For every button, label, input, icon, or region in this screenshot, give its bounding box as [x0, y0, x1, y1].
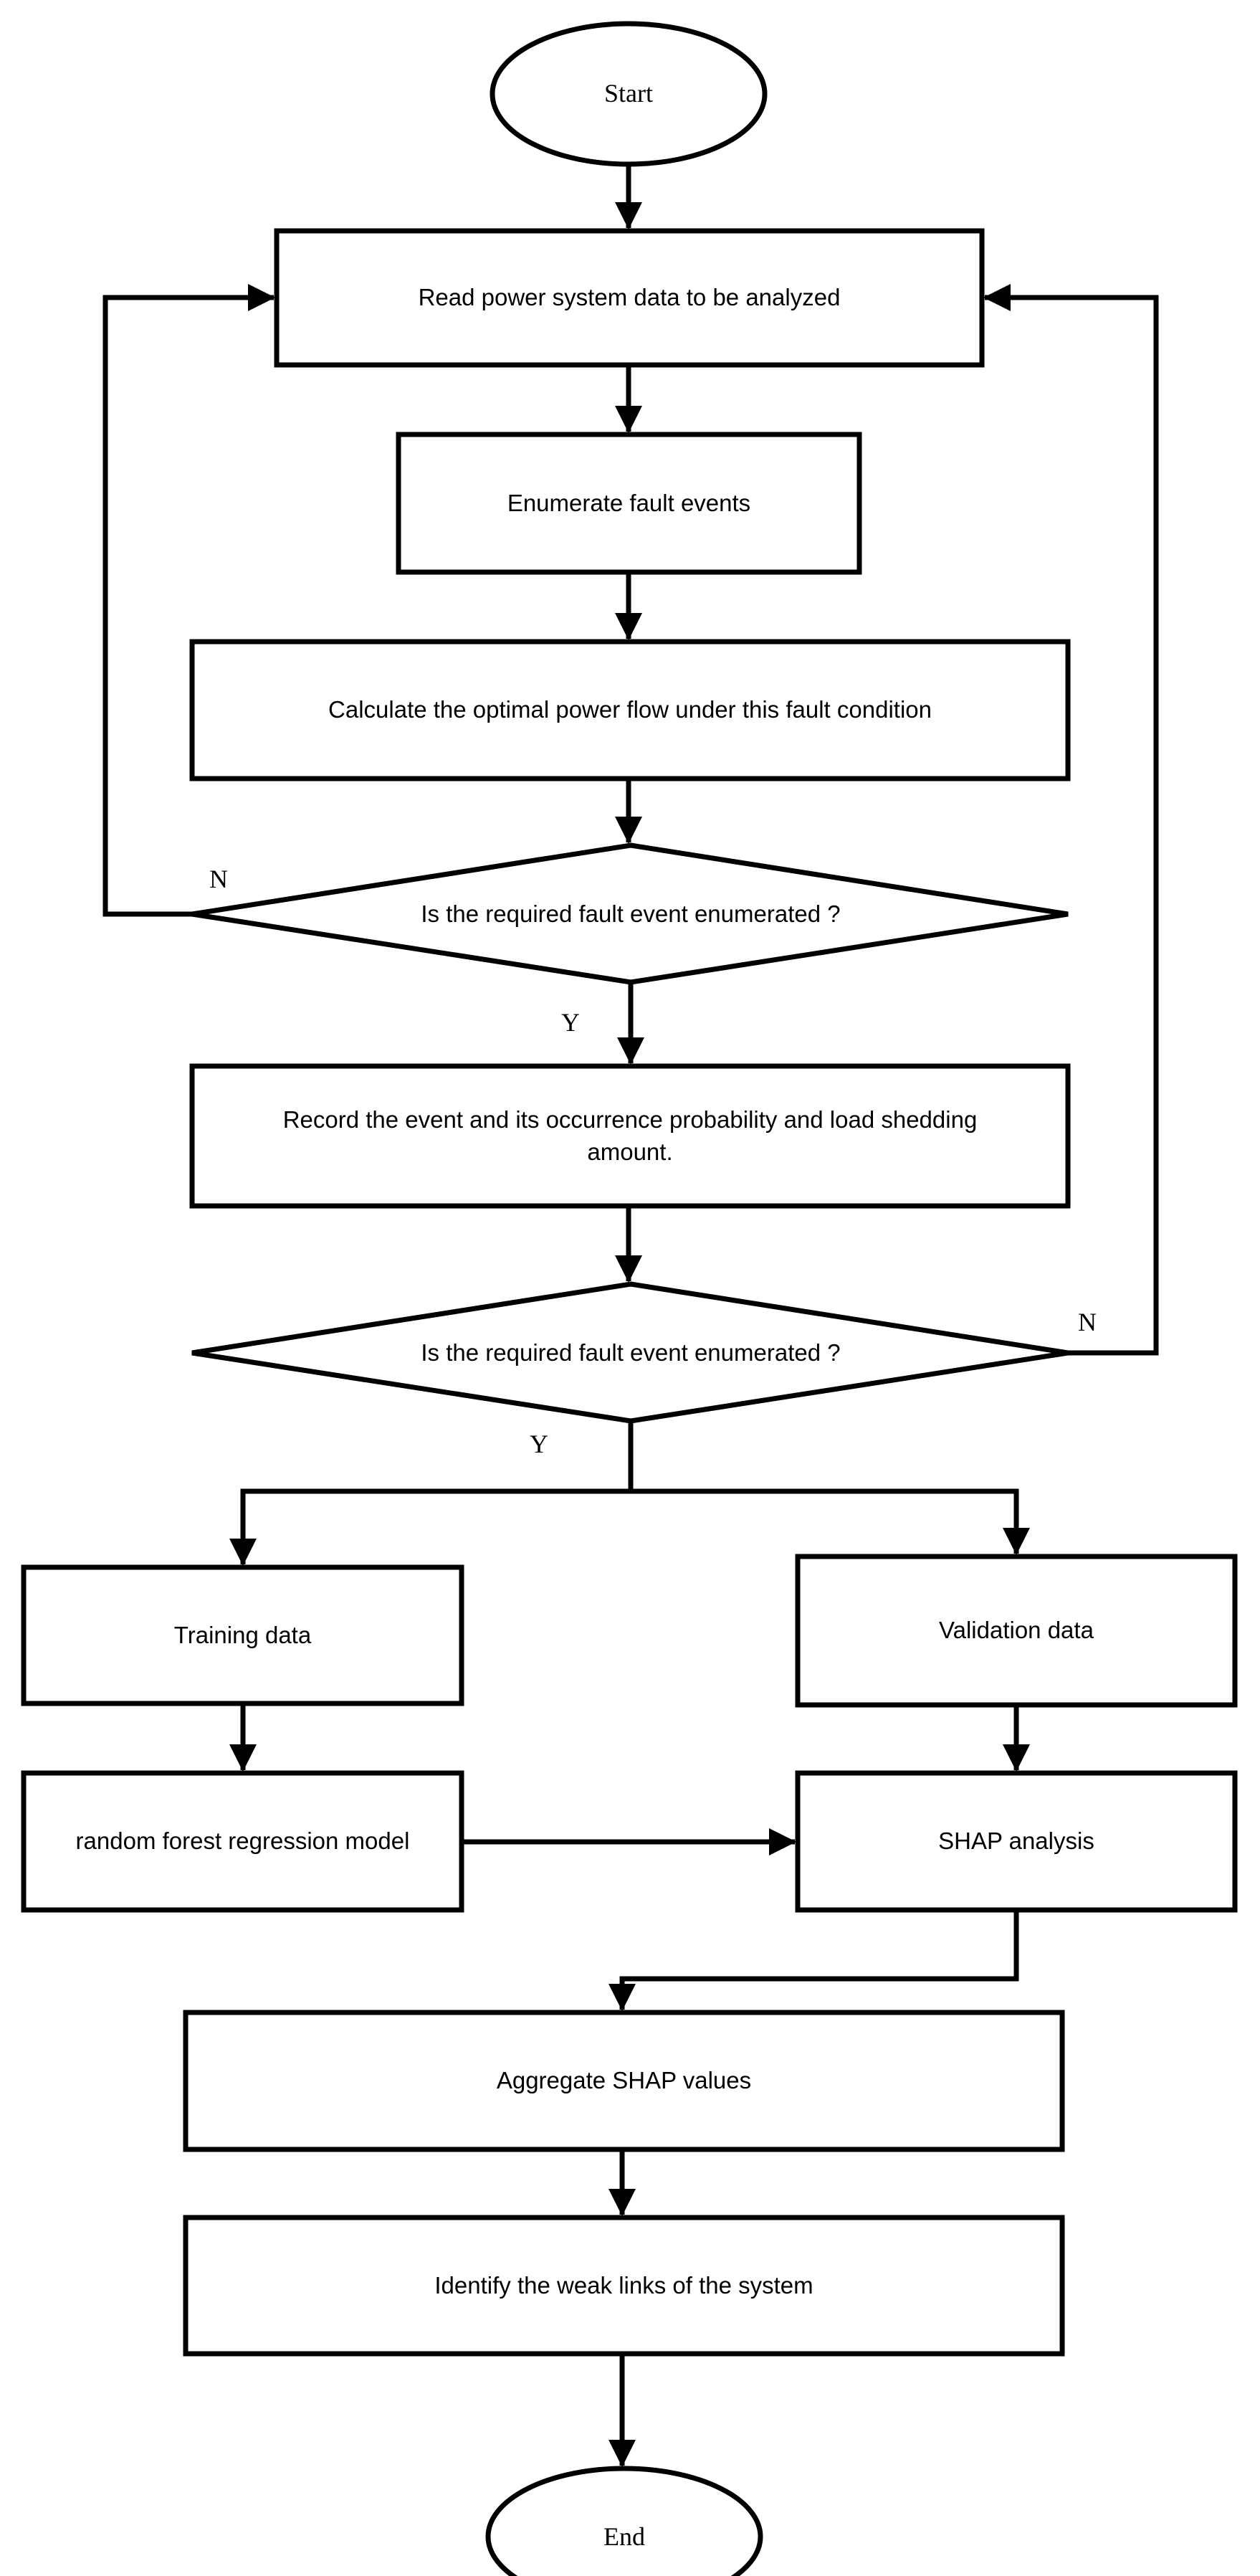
start-terminal [490, 21, 768, 167]
connector-split-validation [631, 1488, 1030, 1555]
enumerate-box [396, 432, 862, 575]
branch-label-y-2: Y [530, 1430, 548, 1458]
read-data-box [274, 228, 985, 368]
calc-opf-box [189, 639, 1071, 781]
branch-label-n-1: N [209, 865, 228, 893]
training-box [21, 1564, 464, 1706]
record-box [189, 1063, 1071, 1209]
connector-decision2-no-loop [983, 284, 1159, 1356]
connector-decision1-no-loop [102, 284, 275, 917]
aggregate-box [183, 2010, 1065, 2152]
shap-box [795, 1770, 1238, 1913]
connector-shap-aggregate [608, 1910, 1019, 2011]
end-terminal [485, 2466, 763, 2576]
branch-label-n-2: N [1078, 1308, 1097, 1336]
identify-box [183, 2215, 1065, 2357]
rf-model-box [21, 1770, 464, 1913]
decision-2-diamond [191, 1281, 1069, 1424]
branch-label-y-1: Y [561, 1008, 580, 1037]
decision-1-diamond [191, 842, 1069, 985]
validation-box [795, 1554, 1238, 1708]
connector-decision2-split [229, 1421, 634, 1566]
